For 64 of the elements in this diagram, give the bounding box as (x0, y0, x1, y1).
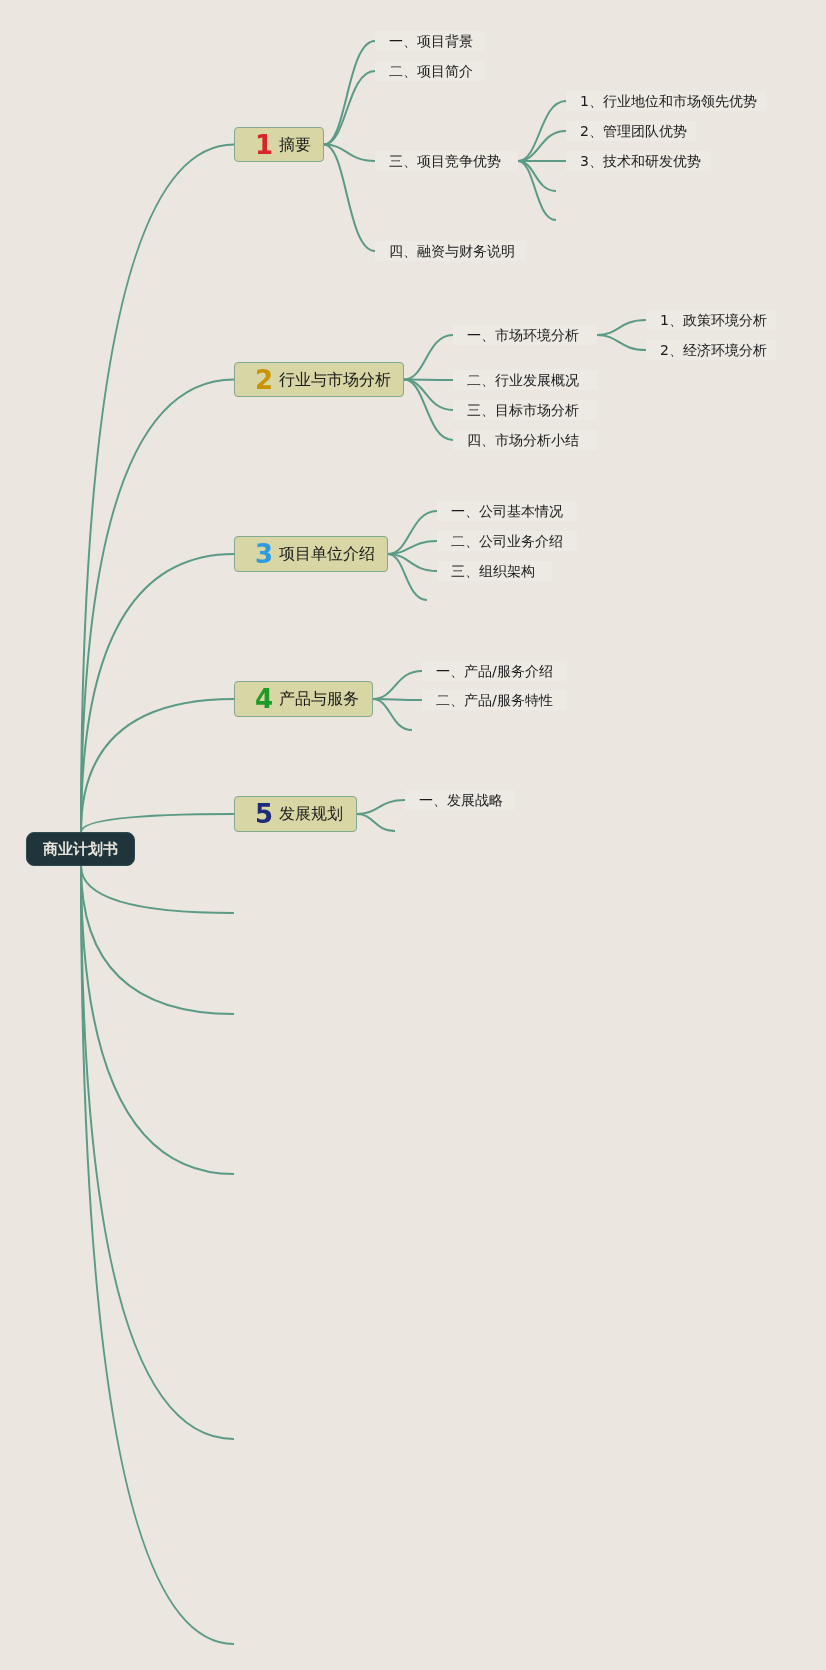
topic-text: 项目单位介绍 (279, 543, 376, 565)
subtopic-text: 一、发展战略 (419, 790, 503, 810)
subtopic-box (375, 61, 485, 81)
subtopic-box (453, 370, 597, 390)
subtopic-text: 二、产品/服务特性 (436, 690, 553, 710)
subtopic-box (566, 121, 696, 141)
subtopic-text: 二、项目简介 (389, 61, 473, 81)
subtopic-box (437, 501, 577, 521)
subtopic-box (405, 790, 515, 810)
subtopic-text: 三、组织架构 (451, 561, 535, 581)
subtopic-box (437, 561, 552, 581)
branch-line (517, 160, 557, 221)
subtopic-box (437, 531, 577, 551)
subtopic-box (646, 310, 776, 330)
branch-line (80, 813, 235, 833)
topic-box (234, 796, 357, 832)
subtopic-box (453, 400, 597, 420)
branch-line (403, 334, 454, 381)
topic-number: 5 (255, 801, 274, 827)
subtopic-text: 一、项目背景 (389, 31, 473, 51)
subtopic-text: 1、行业地位和市场领先优势 (580, 91, 757, 111)
subtopic-text: 3、技术和研发优势 (580, 151, 701, 171)
topic-number: 3 (255, 541, 274, 567)
subtopic-box (422, 661, 567, 681)
topic-number: 1 (255, 131, 274, 158)
root-topic-box (26, 832, 135, 866)
subtopic-box (453, 325, 597, 345)
topic-box (234, 127, 324, 162)
topic-number: 2 (255, 366, 274, 393)
subtopic-text: 二、行业发展概况 (467, 370, 579, 390)
subtopic-text: 一、市场环境分析 (467, 325, 579, 345)
topic-text: 产品与服务 (279, 688, 360, 710)
subtopic-box (375, 31, 485, 51)
branch-line (372, 698, 413, 731)
subtopic-box (375, 241, 525, 261)
branch-line (356, 813, 396, 832)
subtopic-box (646, 340, 776, 360)
subtopic-text: 一、公司基本情况 (451, 501, 563, 521)
topic-box (234, 536, 388, 572)
topic-text: 行业与市场分析 (279, 368, 392, 391)
root-topic-text: 商业计划书 (43, 838, 118, 860)
branch-line (403, 378, 454, 441)
subtopic-text: 三、目标市场分析 (467, 400, 579, 420)
subtopic-text: 三、项目竞争优势 (389, 151, 501, 171)
subtopic-text: 一、产品/服务介绍 (436, 661, 553, 681)
subtopic-text: 2、管理团队优势 (580, 121, 687, 141)
subtopic-text: 二、公司业务介绍 (451, 531, 563, 551)
subtopic-box (422, 690, 567, 710)
topic-text: 摘要 (279, 133, 312, 156)
topic-box (234, 362, 404, 397)
subtopic-box (566, 151, 711, 171)
branch-line (323, 70, 376, 146)
topic-number: 4 (255, 686, 274, 712)
subtopic-text: 2、经济环境分析 (660, 340, 767, 360)
branch-line (596, 334, 647, 351)
subtopic-text: 四、融资与财务说明 (389, 241, 515, 261)
subtopic-text: 四、市场分析小结 (467, 430, 579, 450)
branch-line (323, 143, 376, 252)
branch-line (387, 553, 428, 601)
subtopic-box (375, 151, 518, 171)
topic-text: 发展规划 (279, 803, 344, 825)
topic-box (234, 681, 373, 717)
subtopic-box (453, 430, 597, 450)
subtopic-text: 1、政策环境分析 (660, 310, 767, 330)
